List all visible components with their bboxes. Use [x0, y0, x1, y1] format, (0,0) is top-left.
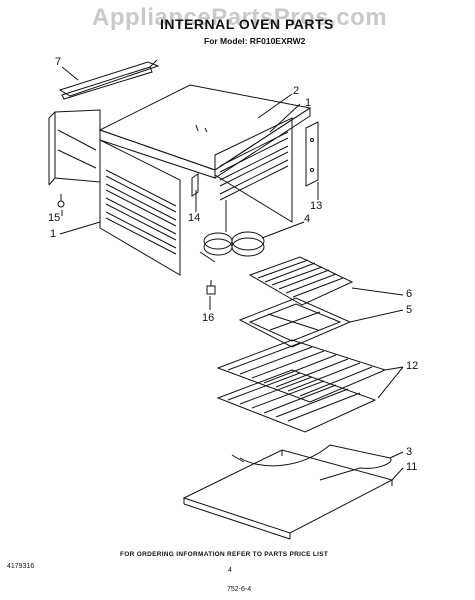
part-1-right-side-wall [214, 117, 293, 223]
callout-3: 3 [406, 446, 413, 458]
part-1-rack-support-wall [99, 139, 181, 276]
watermark: AppliancePartsPros.com [92, 4, 388, 31]
page-number: 4 [228, 567, 232, 574]
callout-11: 11 [406, 461, 418, 473]
part-1-left-side-panel [48, 109, 101, 186]
callout-7: 7 [55, 56, 62, 68]
document-number: 4179316 [7, 563, 35, 570]
part-14-clip [191, 173, 199, 197]
part-3-bake-element [231, 444, 392, 481]
callout-12: 12 [406, 360, 419, 372]
part-12-oven-rack-upper [216, 339, 387, 403]
part-7-back-panel [58, 59, 160, 100]
callout-14: 14 [188, 212, 201, 224]
model-subtitle: For Model: RF010EXRW2 [204, 36, 306, 46]
callout-2: 2 [293, 85, 300, 97]
page-title: INTERNAL OVEN PARTS [160, 16, 334, 32]
part-12-oven-rack-lower [216, 369, 377, 433]
callout-6: 6 [406, 288, 413, 300]
part-16-terminal [206, 280, 216, 295]
revision-code: 752-6-4 [227, 586, 252, 593]
part-13-bracket [305, 121, 319, 187]
leader-lines [59, 66, 404, 481]
callout-15: 15 [48, 212, 61, 224]
callout-5: 5 [406, 304, 413, 316]
part-11-oven-bottom [182, 449, 394, 540]
callout-13: 13 [310, 200, 323, 212]
part-15-screw [57, 194, 65, 208]
callout-1-left: 1 [50, 228, 57, 240]
part-6-broiler-grid [248, 256, 354, 306]
callout-16: 16 [202, 312, 215, 324]
ordering-note: FOR ORDERING INFORMATION REFER TO PARTS … [120, 551, 329, 558]
part-2-oven-top [98, 84, 312, 179]
part-5-broiler-pan [238, 297, 352, 348]
callout-1-top: 1 [305, 97, 312, 109]
part-4-broil-element [199, 200, 265, 263]
callout-4: 4 [304, 213, 311, 225]
